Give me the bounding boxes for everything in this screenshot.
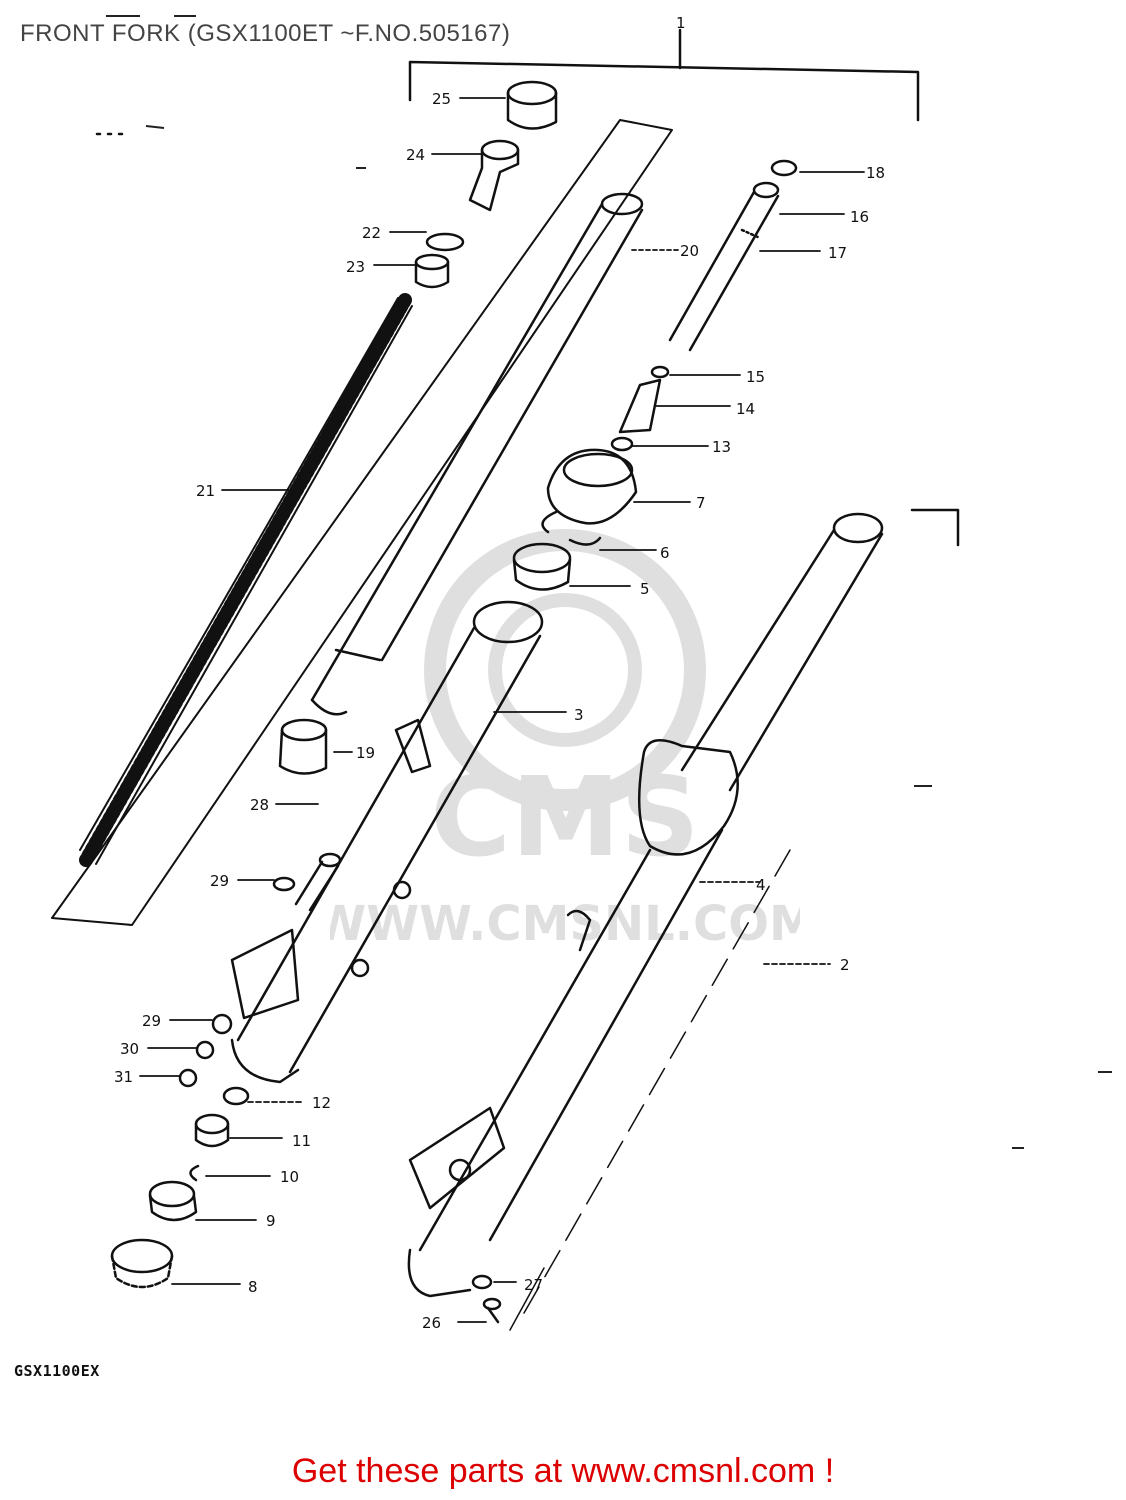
part-9-seal	[148, 1180, 198, 1222]
part-18-ring	[770, 159, 798, 177]
callout-17: 17	[828, 244, 847, 262]
callout-9: 9	[266, 1212, 276, 1230]
part-14-spindle	[618, 378, 662, 434]
part-8-adjuster	[110, 1238, 174, 1289]
part-23-spacer	[414, 253, 450, 289]
assembly-bracket-right	[910, 508, 960, 547]
callout-6: 6	[660, 544, 670, 562]
part-25-cap	[506, 80, 558, 130]
callout-28: 28	[250, 796, 269, 814]
callout-25: 25	[432, 90, 451, 108]
part-29b-washer	[211, 1013, 233, 1035]
callout-23: 23	[346, 258, 365, 276]
callout-14: 14	[736, 400, 755, 418]
callout-30: 30	[120, 1040, 139, 1058]
callout-3: 3	[574, 706, 584, 724]
model-code-label: GSX1100EX	[14, 1362, 100, 1380]
callout-21: 21	[196, 482, 215, 500]
part-31-nut	[178, 1068, 198, 1088]
part-3-outer-tube	[230, 600, 544, 1084]
part-20-inner-tube	[310, 192, 644, 716]
callout-7: 7	[696, 494, 706, 512]
callout-22: 22	[362, 224, 381, 242]
callout-31: 31	[114, 1068, 133, 1086]
page-title: FRONT FORK (GSX1100ET ~F.NO.505167)	[20, 20, 511, 47]
part-21-spring	[79, 293, 413, 867]
inner-parts-enclosure	[51, 119, 673, 926]
part-12-nut	[222, 1086, 250, 1106]
get-parts-link[interactable]: Get these parts at www.cmsnl.com !	[291, 1452, 835, 1490]
part-30-washer	[195, 1040, 215, 1060]
part-6-circlip	[541, 510, 602, 546]
cms-watermark-logo: CMS WWW.CMSNL.COM	[330, 529, 800, 952]
callout-13: 13	[712, 438, 731, 456]
part-2-4-right-fork	[407, 512, 884, 1298]
callout-29-lower: 29	[142, 1012, 161, 1030]
part-7-dust-seal	[546, 448, 638, 525]
callout-18: 18	[866, 164, 885, 182]
part-5-oil-seal	[512, 542, 572, 591]
callout-20: 20	[680, 242, 699, 260]
exploded-parts-diagram: 1 25 24 22 23 21 20 18 16 17 15 14 13 7 …	[51, 14, 1112, 1332]
callout-15: 15	[746, 368, 765, 386]
callout-29: 29	[210, 872, 229, 890]
callout-12: 12	[312, 1094, 331, 1112]
part-29-washer	[272, 876, 296, 892]
part-15-ring	[650, 365, 670, 379]
callout-11: 11	[292, 1132, 311, 1150]
callout-2: 2	[840, 956, 850, 974]
part-26-bolt	[482, 1297, 502, 1324]
watermark-url: WWW.CMSNL.COM	[330, 896, 800, 952]
callout-24: 24	[406, 146, 425, 164]
part-16-17-damper-rod	[668, 181, 780, 352]
part-19-bushing	[278, 718, 328, 775]
part-22-o-ring	[425, 232, 465, 252]
part-10-circlip	[189, 1164, 200, 1182]
watermark-brand: CMS	[430, 753, 699, 881]
callout-10: 10	[280, 1168, 299, 1186]
callout-8: 8	[248, 1278, 258, 1296]
part-13-ring	[610, 436, 634, 452]
assembly-bracket	[408, 60, 920, 122]
part-27-washer	[471, 1274, 493, 1290]
callout-26: 26	[422, 1314, 441, 1332]
callout-4: 4	[756, 876, 766, 894]
callout-16: 16	[850, 208, 869, 226]
callout-27: 27	[524, 1276, 543, 1294]
callout-5: 5	[640, 580, 650, 598]
callout-19: 19	[356, 744, 375, 762]
part-24-bolt	[468, 139, 520, 212]
callout-1: 1	[676, 14, 686, 32]
part-11-washer	[194, 1113, 230, 1148]
